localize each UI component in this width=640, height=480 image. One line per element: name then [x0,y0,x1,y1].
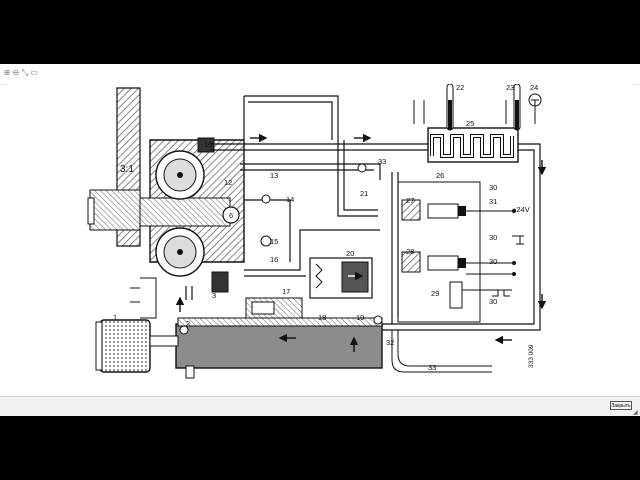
callout-33-b: 33 [428,363,436,372]
hydraulic-diagram: 3:1 1 2 3 6 10 12 13 14 15 16 17 18 19 2… [87,83,547,379]
viewer-toolbar: ⊕ ⊖ ⤡ ▭ [0,64,640,85]
callout-15: 15 [270,237,278,246]
callout-29: 29 [431,289,439,298]
callout-30-a: 30 [489,183,497,192]
gear-ratio-label: 3:1 [120,164,134,175]
callout-12: 12 [224,178,232,187]
valve-block [397,181,524,323]
zoom-out-icon[interactable]: ⊖ [12,68,20,77]
retarder-body [139,137,245,277]
callout-10: 10 [204,140,212,149]
callout-1: 1 [113,313,117,322]
viewer-window: ⊕ ⊖ ⤡ ▭ [0,64,640,416]
oil-sump [175,317,383,379]
callout-14: 14 [286,195,294,204]
callout-23: 23 [506,84,514,92]
callout-20: 20 [346,249,354,258]
callout-28: 28 [406,247,414,256]
return-line [391,330,492,373]
status-bar: Закрыть ◢ [0,396,640,416]
callout-16: 16 [270,255,278,264]
callout-21: 21 [360,189,368,198]
callout-labels: 3:1 1 2 3 6 10 12 13 14 15 16 17 18 19 2… [113,83,538,372]
thermometer-23 [513,83,521,131]
callout-30-d: 30 [489,297,497,306]
callout-26: 26 [436,171,444,180]
callout-27: 27 [406,196,414,205]
callout-30-c: 30 [489,257,497,266]
print-icon[interactable]: ▭ [30,68,38,77]
close-button[interactable]: Закрыть [610,401,632,410]
callout-30-b: 30 [489,233,497,242]
engine-housing [87,87,141,247]
zoom-in-icon[interactable]: ⊕ [3,68,11,77]
callout-18: 18 [318,313,326,322]
resize-grip-icon[interactable]: ◢ [633,410,638,416]
filter-canister [95,319,179,373]
proportional-valve [211,163,383,325]
drawing-number: 333 009 [528,344,535,368]
mount-bracket [130,277,157,319]
fit-icon[interactable]: ⤡ [21,68,29,77]
callout-13: 13 [270,171,278,180]
callout-33-a: 33 [378,157,386,166]
callout-3: 3 [212,291,216,300]
callout-6: 6 [229,211,233,220]
callout-17: 17 [282,287,290,296]
callout-2: 2 [186,319,190,328]
voltage-label: +24V [512,205,530,214]
callout-22: 22 [456,84,464,92]
callout-19: 19 [356,313,364,322]
accumulator [309,257,373,299]
heat-exchanger [413,100,519,163]
callout-25: 25 [466,119,474,128]
callout-31: 31 [489,197,497,206]
thermometer-22 [446,83,454,131]
pipe-network [185,95,541,331]
flow-arrows [175,133,547,352]
diagram-canvas: 3:1 1 2 3 6 10 12 13 14 15 16 17 18 19 2… [6,83,634,394]
callout-32: 32 [386,338,394,347]
temperature-gauge-24 [528,93,542,124]
callout-24: 24 [530,84,538,92]
